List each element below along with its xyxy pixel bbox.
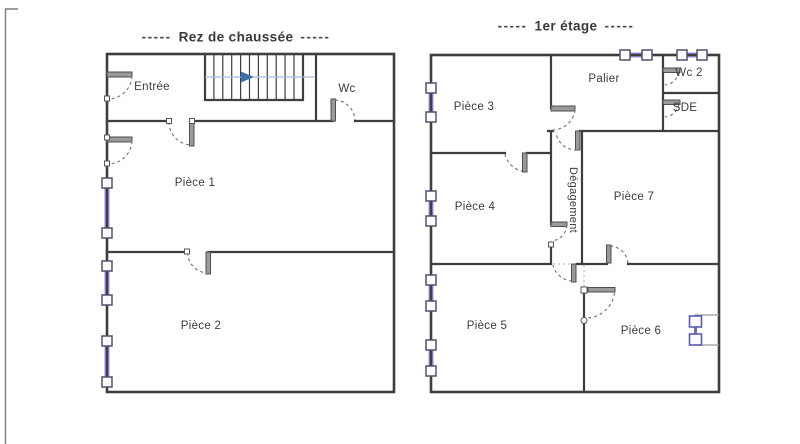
wc-door-swing	[334, 99, 356, 121]
ff-opening-guides	[553, 263, 585, 288]
room-label-wc: Wc	[338, 83, 356, 95]
entry-door-swing	[107, 75, 133, 100]
piece6-door-swing	[586, 292, 616, 319]
room-label-sde: SDE	[672, 102, 698, 114]
degagement-west-door-leaf	[550, 221, 568, 227]
window-icon	[425, 82, 437, 123]
gf-doors	[104, 71, 356, 275]
palier-door-swing	[552, 109, 576, 131]
room-label-entree: Entrée	[134, 81, 170, 93]
entry-door-leaf	[106, 71, 133, 78]
piece2-door-leaf	[205, 251, 211, 275]
wall-fixture-icon	[688, 314, 719, 346]
window-icon	[101, 260, 113, 306]
room-label-piece2: Pièce 2	[180, 320, 222, 332]
gf-left-door-swing	[107, 140, 133, 165]
wc2-door-swing	[664, 71, 680, 86]
room-label-piece5: Pièce 5	[466, 320, 508, 332]
title-dashes: -----	[497, 18, 528, 34]
gf-door-jambs	[104, 95, 195, 255]
degagement-top-door-swing	[555, 131, 578, 151]
window-icon	[676, 49, 708, 61]
ff-windows-left	[425, 82, 437, 377]
piece2-door-swing	[186, 252, 207, 274]
floor-plan-ground	[101, 52, 396, 394]
gf-windows	[101, 177, 113, 388]
piece4-door-swing	[504, 153, 523, 172]
title-dashes: -----	[604, 18, 635, 34]
sde-door-swing	[664, 103, 680, 118]
piece1-door-leaf	[189, 121, 195, 147]
ff-door-jambs	[548, 241, 588, 324]
gf-inner-walls	[105, 52, 396, 254]
room-label-piece1: Pièce 1	[174, 177, 216, 189]
window-icon	[425, 274, 437, 312]
gf-left-door-leaf	[106, 136, 133, 143]
window-icon	[101, 177, 113, 239]
scan-edge-line	[4, 8, 18, 444]
piece7-door-leaf	[606, 244, 612, 264]
ground-floor-title-text: Rez de chaussée	[178, 29, 294, 45]
piece1-door-swing	[168, 121, 192, 146]
window-icon	[101, 335, 113, 388]
room-label-piece4: Pièce 4	[454, 201, 496, 213]
first-floor-title-text: 1er étage	[534, 18, 598, 34]
sde-door-leaf	[662, 99, 681, 105]
degagement-west-door-swing	[551, 224, 568, 242]
window-icon	[425, 339, 437, 377]
stair-direction-arrow-icon	[241, 71, 254, 83]
piece4-door-leaf	[522, 152, 528, 173]
piece6-door-leaf	[587, 287, 616, 293]
room-label-palier: Palier	[588, 73, 620, 85]
wc-door-leaf	[330, 98, 336, 122]
room-label-piece7: Pièce 7	[613, 191, 655, 203]
piece5-door-swing	[552, 264, 573, 282]
title-dashes: -----	[141, 29, 172, 45]
palier-door-leaf	[550, 105, 576, 112]
ff-windows-top	[619, 49, 708, 61]
first-floor-title: ----- 1er étage -----	[491, 19, 642, 34]
gf-outer-walls	[105, 52, 396, 394]
room-label-piece6: Pièce 6	[620, 325, 662, 337]
wc2-door-leaf	[662, 67, 681, 73]
piece5-door-leaf	[571, 263, 577, 283]
floor-plan-first	[425, 49, 721, 394]
room-label-wc2: Wc 2	[675, 67, 703, 79]
title-dashes: -----	[300, 29, 331, 45]
window-icon	[619, 49, 653, 61]
room-label-piece3: Pièce 3	[453, 101, 495, 113]
window-icon	[425, 190, 437, 227]
staircase	[203, 52, 314, 102]
ff-doors	[504, 67, 681, 324]
degagement-top-door-leaf	[575, 130, 581, 151]
ground-floor-title: ----- Rez de chaussée -----	[135, 30, 338, 45]
ff-inner-walls	[429, 53, 721, 394]
room-label-degagement: Dégagement	[567, 167, 579, 233]
piece7-door-swing	[609, 245, 629, 264]
